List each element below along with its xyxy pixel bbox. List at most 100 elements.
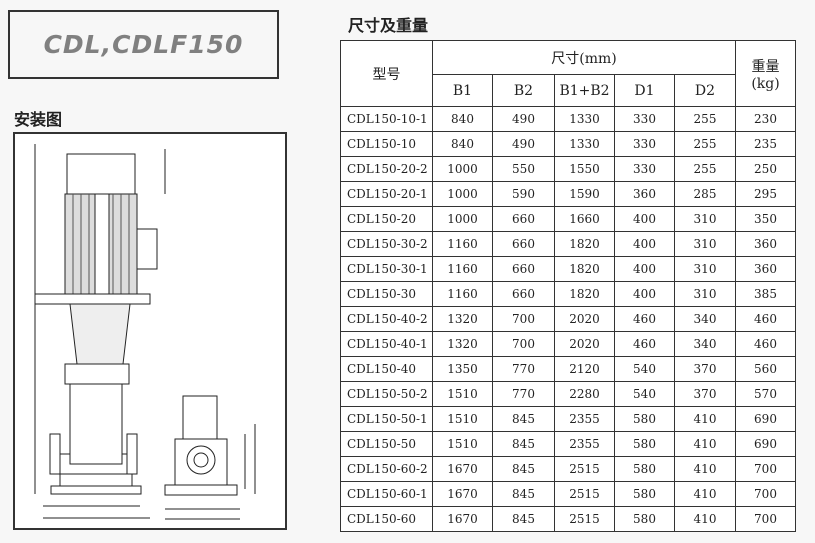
value-cell: 350 bbox=[735, 206, 796, 232]
value-cell: 1330 bbox=[554, 131, 615, 157]
value-cell: 400 bbox=[614, 231, 675, 257]
value-cell: 1160 bbox=[432, 231, 493, 257]
installation-drawing bbox=[13, 132, 287, 530]
value-cell: 2515 bbox=[554, 456, 615, 482]
value-cell: 1000 bbox=[432, 156, 493, 182]
value-cell: 580 bbox=[614, 431, 675, 457]
value-cell: 770 bbox=[492, 381, 555, 407]
value-cell: 330 bbox=[614, 156, 675, 182]
value-cell: 845 bbox=[492, 456, 555, 482]
value-cell: 560 bbox=[735, 356, 796, 382]
value-cell: 250 bbox=[735, 156, 796, 182]
value-cell: 295 bbox=[735, 181, 796, 207]
value-cell: 1820 bbox=[554, 231, 615, 257]
model-header: 型号 bbox=[340, 40, 433, 107]
model-cell: CDL150-30-2 bbox=[340, 231, 433, 257]
value-cell: 410 bbox=[674, 481, 736, 507]
value-cell: 285 bbox=[674, 181, 736, 207]
value-cell: 700 bbox=[492, 331, 555, 357]
value-cell: 2280 bbox=[554, 381, 615, 407]
value-cell: 700 bbox=[735, 456, 796, 482]
model-cell: CDL150-60-1 bbox=[340, 481, 433, 507]
value-cell: 1000 bbox=[432, 181, 493, 207]
value-cell: 540 bbox=[614, 381, 675, 407]
value-cell: 2020 bbox=[554, 306, 615, 332]
value-cell: 700 bbox=[492, 306, 555, 332]
value-cell: 1660 bbox=[554, 206, 615, 232]
value-cell: 1670 bbox=[432, 456, 493, 482]
value-cell: 2120 bbox=[554, 356, 615, 382]
value-cell: 310 bbox=[674, 231, 736, 257]
value-cell: 840 bbox=[432, 106, 493, 132]
value-cell: 255 bbox=[674, 106, 736, 132]
value-cell: 1160 bbox=[432, 281, 493, 307]
value-cell: 2355 bbox=[554, 406, 615, 432]
value-cell: 255 bbox=[674, 156, 736, 182]
model-cell: CDL150-40-2 bbox=[340, 306, 433, 332]
value-cell: 1160 bbox=[432, 256, 493, 282]
value-cell: 340 bbox=[674, 331, 736, 357]
model-cell: CDL150-60-2 bbox=[340, 456, 433, 482]
value-cell: 1510 bbox=[432, 431, 493, 457]
value-cell: 385 bbox=[735, 281, 796, 307]
value-cell: 540 bbox=[614, 356, 675, 382]
value-cell: 1320 bbox=[432, 306, 493, 332]
value-cell: 370 bbox=[674, 356, 736, 382]
value-cell: 460 bbox=[614, 306, 675, 332]
value-cell: 1670 bbox=[432, 481, 493, 507]
value-cell: 360 bbox=[735, 256, 796, 282]
value-cell: 400 bbox=[614, 281, 675, 307]
value-cell: 360 bbox=[735, 231, 796, 257]
value-cell: 1000 bbox=[432, 206, 493, 232]
value-cell: 845 bbox=[492, 506, 555, 532]
value-cell: 410 bbox=[674, 456, 736, 482]
value-cell: 1670 bbox=[432, 506, 493, 532]
value-cell: 1590 bbox=[554, 181, 615, 207]
value-cell: 490 bbox=[492, 131, 555, 157]
value-cell: 580 bbox=[614, 481, 675, 507]
value-cell: 2515 bbox=[554, 481, 615, 507]
model-cell: CDL150-20 bbox=[340, 206, 433, 232]
value-cell: 410 bbox=[674, 506, 736, 532]
value-cell: 690 bbox=[735, 406, 796, 432]
install-diagram-title: 安装图 bbox=[14, 110, 63, 129]
value-cell: 370 bbox=[674, 381, 736, 407]
value-cell: 590 bbox=[492, 181, 555, 207]
column-header: D2 bbox=[674, 74, 736, 107]
value-cell: 460 bbox=[735, 306, 796, 332]
value-cell: 400 bbox=[614, 206, 675, 232]
model-cell: CDL150-10-1 bbox=[340, 106, 433, 132]
model-cell: CDL150-30 bbox=[340, 281, 433, 307]
value-cell: 410 bbox=[674, 431, 736, 457]
value-cell: 845 bbox=[492, 431, 555, 457]
value-cell: 1330 bbox=[554, 106, 615, 132]
value-cell: 460 bbox=[735, 331, 796, 357]
value-cell: 1510 bbox=[432, 406, 493, 432]
value-cell: 580 bbox=[614, 406, 675, 432]
value-cell: 690 bbox=[735, 431, 796, 457]
value-cell: 1350 bbox=[432, 356, 493, 382]
value-cell: 2020 bbox=[554, 331, 615, 357]
value-cell: 1320 bbox=[432, 331, 493, 357]
value-cell: 2355 bbox=[554, 431, 615, 457]
value-cell: 580 bbox=[614, 456, 675, 482]
value-cell: 235 bbox=[735, 131, 796, 157]
value-cell: 400 bbox=[614, 256, 675, 282]
value-cell: 700 bbox=[735, 481, 796, 507]
value-cell: 770 bbox=[492, 356, 555, 382]
value-cell: 360 bbox=[614, 181, 675, 207]
